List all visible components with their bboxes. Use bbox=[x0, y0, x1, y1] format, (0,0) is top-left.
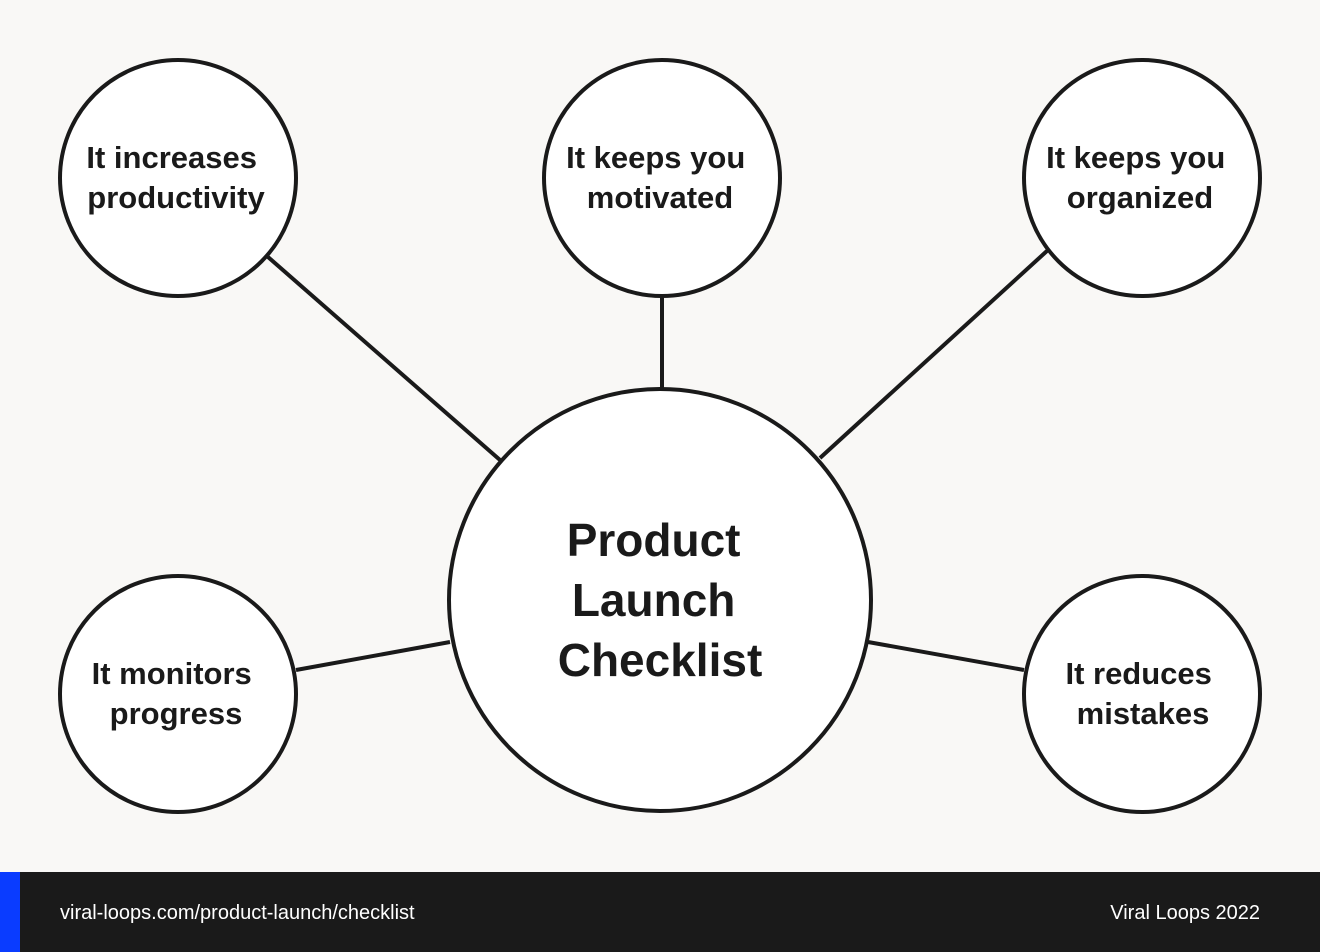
connector-productivity bbox=[266, 255, 502, 462]
node-circle-motivated bbox=[542, 58, 782, 298]
center-title: Product Launch Checklist bbox=[558, 514, 763, 686]
node-circle-progress bbox=[58, 574, 298, 814]
connector-mistakes bbox=[867, 640, 1025, 672]
node-label-progress: It monitors progress bbox=[92, 656, 261, 731]
footer: viral-loops.com/product-launch/checklist… bbox=[0, 872, 1320, 952]
center-circle bbox=[447, 387, 873, 813]
connectors bbox=[266, 248, 1050, 672]
mind-map: Product Launch Checklist It increases pr… bbox=[58, 58, 1262, 814]
node-circle-organized bbox=[1022, 58, 1262, 298]
footer-url: viral-loops.com/product-launch/checklist bbox=[60, 902, 415, 924]
node-label-productivity: It increases productivity bbox=[86, 140, 265, 215]
node-label-motivated: It keeps you motivated bbox=[566, 140, 754, 215]
connector-progress bbox=[295, 640, 451, 672]
node-label-mistakes: It reduces mistakes bbox=[1065, 656, 1220, 731]
accent-stripe bbox=[0, 872, 20, 952]
node-circle-productivity bbox=[58, 58, 298, 298]
footer-brand: Viral Loops 2022 bbox=[1110, 902, 1260, 924]
node-label-organized: It keeps you organized bbox=[1046, 140, 1234, 215]
connector-organized bbox=[818, 248, 1050, 460]
node-circle-mistakes bbox=[1022, 574, 1262, 814]
